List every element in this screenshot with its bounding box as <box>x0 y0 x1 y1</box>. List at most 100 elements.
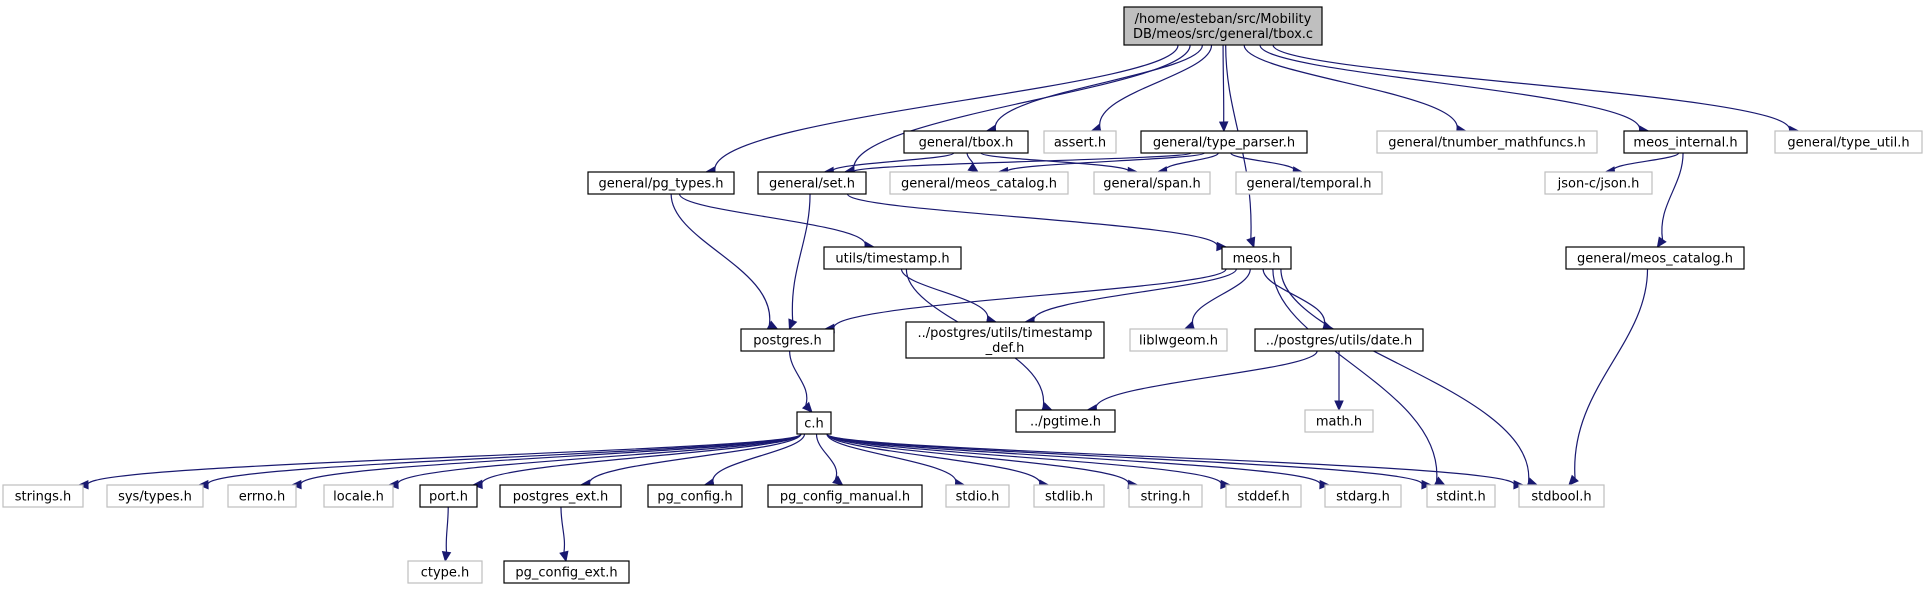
node-root[interactable]: /home/esteban/src/MobilityDB/meos/src/ge… <box>1123 6 1323 46</box>
node-box <box>1544 171 1653 195</box>
edge-root-to-set-h <box>843 44 1191 176</box>
edge-arrowhead <box>441 550 452 563</box>
node-ctype-h: ctype.h <box>407 560 483 584</box>
edge-line <box>1574 268 1649 479</box>
node-pg-types-h[interactable]: general/pg_types.h <box>587 171 735 195</box>
edge-arrowhead <box>967 162 979 173</box>
node-label: sys/types.h <box>118 490 192 505</box>
edge-line <box>670 193 771 326</box>
node-box <box>1324 484 1402 508</box>
node-box <box>1129 328 1228 352</box>
edge-root-to-tbox-h <box>985 44 1204 135</box>
node-label: utils/timestamp.h <box>835 252 949 267</box>
node-box <box>1033 484 1105 508</box>
edge-line <box>1243 44 1458 130</box>
edge-tbox-h-to-meos-catalog-sys <box>966 152 979 173</box>
node-label: general/temporal.h <box>1246 177 1371 192</box>
edge-meos-h-to-stdint-h <box>1272 268 1446 486</box>
node-label: errno.h <box>239 490 286 505</box>
node-label: general/set.h <box>769 177 855 192</box>
node-label: general/pg_types.h <box>599 177 724 192</box>
node-label: json-c/json.h <box>1557 177 1640 192</box>
node-port-h[interactable]: port.h <box>419 484 478 508</box>
node-box <box>1376 130 1598 154</box>
edge-arrowhead <box>1218 121 1229 133</box>
node-type-util-h: general/type_util.h <box>1774 130 1923 154</box>
node-sys-types-h: sys/types.h <box>106 484 204 508</box>
edge-line <box>832 152 955 173</box>
node-box <box>889 171 1069 195</box>
edge-root-to-tnumber-mathfuncs-h <box>1243 44 1468 135</box>
edge-postgres-h-to-c-h <box>789 350 813 413</box>
node-locale-h: locale.h <box>323 484 394 508</box>
node-label: locale.h <box>333 490 384 505</box>
node-pg-config-h[interactable]: pg_config.h <box>647 484 743 508</box>
node-pg-config-manual-h[interactable]: pg_config_manual.h <box>767 484 923 508</box>
node-postgres-ext-h[interactable]: postgres_ext.h <box>499 484 622 508</box>
node-errno-h: errno.h <box>227 484 297 508</box>
node-meos-h[interactable]: meos.h <box>1221 246 1292 270</box>
node-timestamp-def-h[interactable]: ../postgres/utils/timestamp_def.h <box>905 321 1105 359</box>
node-box <box>1235 171 1383 195</box>
node-label: pg_config.h <box>657 490 732 505</box>
node-label: pg_config_ext.h <box>515 566 617 581</box>
node-label: stdbool.h <box>1531 490 1591 505</box>
node-box <box>1304 409 1374 433</box>
node-type-parser-h[interactable]: general/type_parser.h <box>1140 130 1308 154</box>
edge-line <box>1033 268 1237 322</box>
node-utils-timestamp-h[interactable]: utils/timestamp.h <box>823 246 962 270</box>
node-box <box>823 246 962 270</box>
node-box <box>1565 246 1745 270</box>
node-box <box>106 484 204 508</box>
edge-line <box>207 433 802 486</box>
node-label: assert.h <box>1054 136 1106 151</box>
node-postgres-h[interactable]: postgres.h <box>740 328 835 352</box>
edge-line <box>714 44 1179 172</box>
edge-line <box>1280 268 1530 483</box>
node-date-h[interactable]: ../postgres/utils/date.h <box>1254 328 1424 352</box>
node-label: string.h <box>1141 490 1191 505</box>
edge-line <box>1095 350 1318 410</box>
node-c-h[interactable]: c.h <box>796 411 832 435</box>
edge-line <box>1230 152 1295 172</box>
node-liblwgeom-h: liblwgeom.h <box>1129 328 1228 352</box>
node-label: stdio.h <box>956 490 1000 505</box>
edge-line <box>300 433 802 486</box>
node-pg-config-ext-h[interactable]: pg_config_ext.h <box>503 560 630 584</box>
node-box <box>903 130 1029 154</box>
node-pgtime-h[interactable]: ../pgtime.h <box>1015 409 1116 433</box>
edge-line <box>846 193 1218 248</box>
node-box <box>1140 130 1308 154</box>
edge-line <box>397 433 802 486</box>
node-label: pg_config_manual.h <box>780 490 910 505</box>
edge-line <box>826 433 1423 486</box>
node-label: DB/meos/src/general/tbox.c <box>1133 27 1313 42</box>
edge-set-h-to-postgres-h <box>788 193 811 331</box>
node-meos-catalog-doc[interactable]: general/meos_catalog.h <box>1565 246 1745 270</box>
node-box <box>1623 130 1748 154</box>
edge-line <box>815 433 838 480</box>
edge-line <box>1613 152 1680 172</box>
edge-line <box>826 433 1222 486</box>
node-box <box>2 484 84 508</box>
edge-pg-types-h-to-postgres-h <box>670 193 779 330</box>
node-stdarg-h: stdarg.h <box>1324 484 1402 508</box>
node-set-h[interactable]: general/set.h <box>757 171 867 195</box>
node-label: strings.h <box>15 490 71 505</box>
edge-arrowhead <box>1216 241 1228 252</box>
node-stdbool-h: stdbool.h <box>1518 484 1605 508</box>
node-tbox-h[interactable]: general/tbox.h <box>903 130 1029 154</box>
node-box <box>419 484 478 508</box>
edge-line <box>853 44 1191 171</box>
edge-arrowhead <box>788 318 798 331</box>
edge-line <box>980 152 1129 173</box>
edge-line <box>994 44 1204 130</box>
edge-arrowhead <box>1246 236 1256 249</box>
edge-line <box>1272 268 1438 482</box>
node-meos-internal-h[interactable]: meos_internal.h <box>1623 130 1748 154</box>
node-label: stddef.h <box>1237 490 1289 505</box>
node-box <box>1225 484 1302 508</box>
node-box <box>1093 171 1211 195</box>
node-label: ctype.h <box>421 566 470 581</box>
